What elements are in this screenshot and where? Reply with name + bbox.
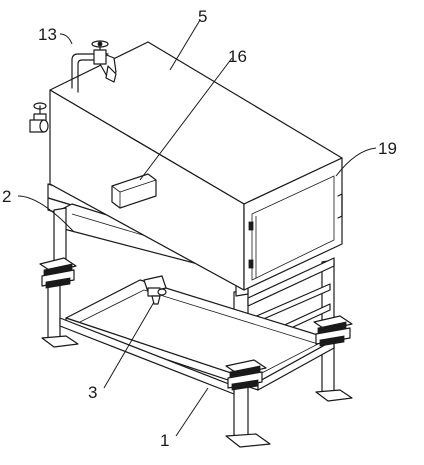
mount-front (225, 359, 267, 391)
mount-left (39, 257, 77, 289)
leader-19 (335, 147, 377, 177)
label-5: 5 (198, 7, 207, 26)
label-2: 2 (2, 187, 11, 206)
drain-valve (143, 275, 167, 305)
leader-2 (17, 195, 75, 233)
label-3: 3 (88, 383, 97, 402)
leader-3 (103, 301, 155, 389)
side-door (251, 175, 335, 281)
main-housing (49, 41, 343, 291)
top-inlet-pipe (71, 40, 117, 93)
leader-1 (175, 387, 209, 437)
label-16: 16 (228, 47, 247, 66)
leader-13 (59, 33, 73, 45)
mount-right (313, 315, 353, 347)
label-19: 19 (378, 139, 397, 158)
label-13: 13 (38, 25, 57, 44)
front-plate (111, 173, 157, 209)
support-frame (41, 257, 353, 448)
leader-16 (139, 57, 233, 181)
label-1: 1 (160, 431, 169, 450)
door-handle (337, 193, 343, 219)
leader-5 (169, 19, 201, 71)
side-valve (29, 102, 49, 133)
